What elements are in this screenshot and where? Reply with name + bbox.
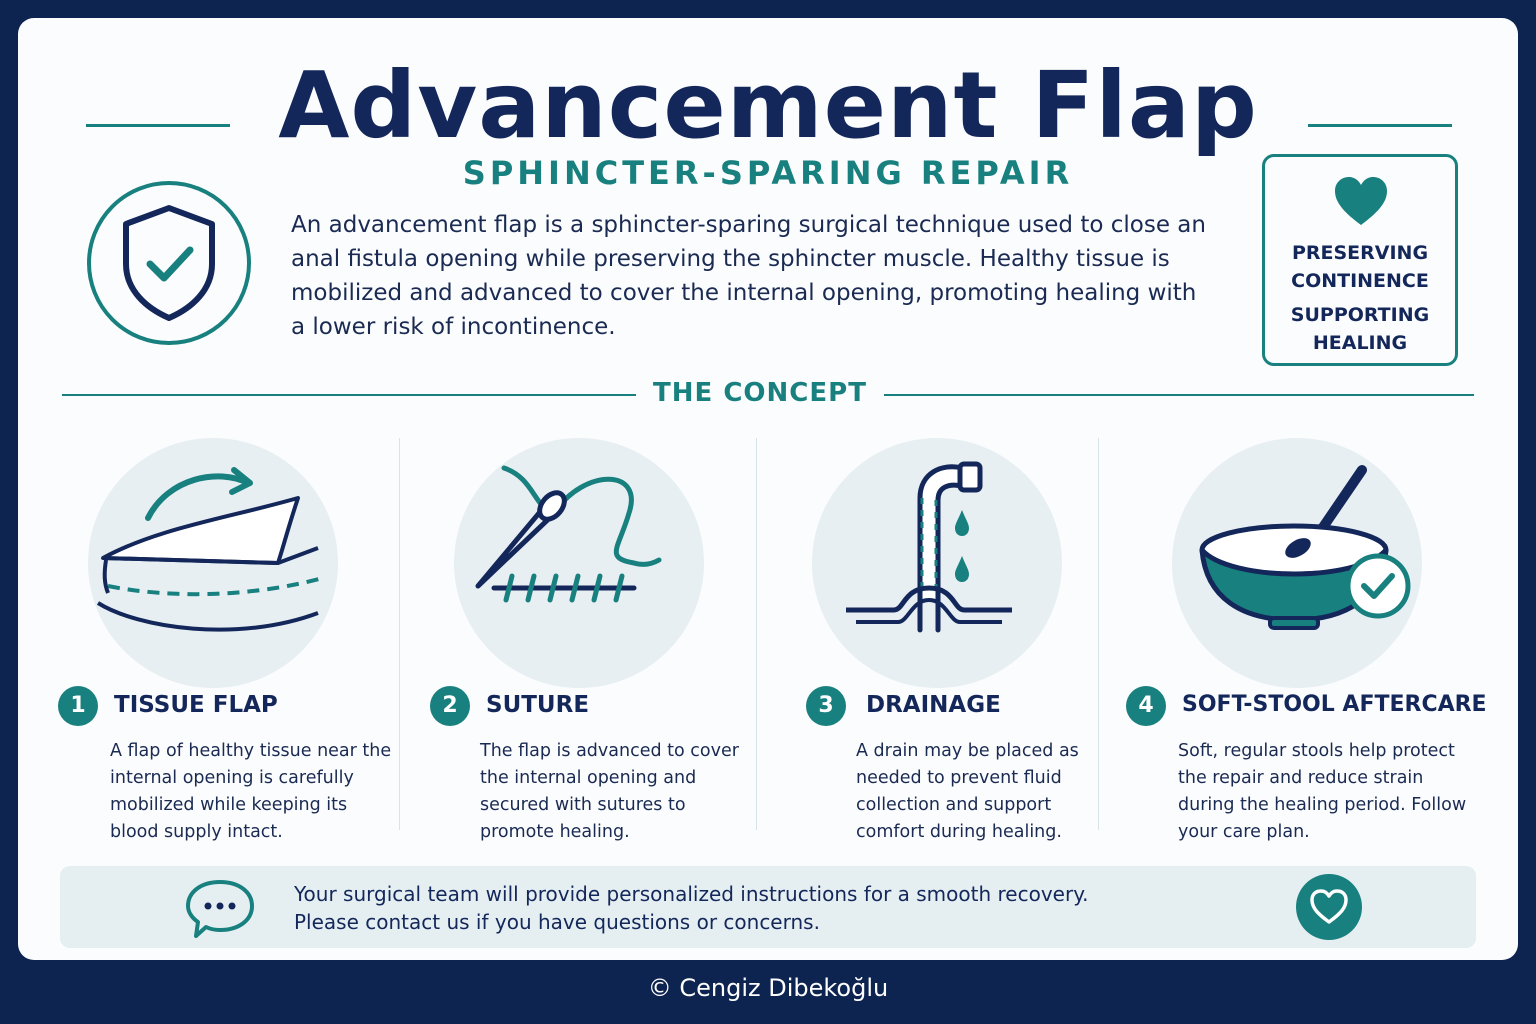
step-title: DRAINAGE xyxy=(866,692,1001,718)
concept-rule-left xyxy=(62,394,636,396)
badge-line-healing: SUPPORTING HEALING xyxy=(1290,304,1430,354)
page-subtitle: SPHINCTER-SPARING REPAIR xyxy=(462,154,1074,192)
step-title: SUTURE xyxy=(486,692,590,718)
suture-illustration xyxy=(454,438,704,688)
step-number-badge: 3 xyxy=(806,686,846,726)
heart-circle-icon xyxy=(1296,874,1362,944)
drainage-illustration xyxy=(812,438,1062,688)
title-row: Advancement Flap xyxy=(18,46,1518,166)
tissue-flap-illustration xyxy=(88,438,338,688)
copyright-notice: © Cengiz Dibekoğlu xyxy=(647,974,889,1002)
page-title: Advancement Flap xyxy=(278,52,1258,159)
title-rule-left xyxy=(86,124,230,127)
step-description: A drain may be placed as needed to preve… xyxy=(856,741,1079,842)
step-drainage: 3 DRAINAGE A drain may be placed as need… xyxy=(786,438,1146,858)
step-tissue-flap: 1 TISSUE FLAP A flap of healthy tissue n… xyxy=(58,438,418,858)
infographic-card: Advancement Flap SPHINCTER-SPARING REPAI… xyxy=(18,18,1518,960)
step-title: SOFT-STOOL AFTERCARE xyxy=(1182,692,1487,717)
badge-line-continence: PRESERVING CONTINENCE xyxy=(1291,242,1429,292)
bowl-spoon-icon xyxy=(1199,465,1411,630)
step-description: A flap of healthy tissue near the intern… xyxy=(110,741,392,842)
drain-tube-icon xyxy=(846,461,1012,633)
concept-rule-right xyxy=(884,394,1474,396)
heart-icon xyxy=(1333,175,1389,231)
footer-line: Your surgical team will provide personal… xyxy=(294,882,1089,906)
column-divider xyxy=(1098,438,1099,830)
step-number-badge: 1 xyxy=(58,686,98,726)
step-description: The flap is advanced to cover the intern… xyxy=(480,741,739,842)
column-divider xyxy=(756,438,757,830)
title-rule-right xyxy=(1308,124,1452,127)
intro-paragraph: An advancement flap is a sphincter-spari… xyxy=(291,212,1206,340)
step-soft-stool-aftercare: 4 SOFT-STOOL AFTERCARE Soft, regular sto… xyxy=(1126,438,1487,858)
needle-suture-icon xyxy=(475,465,662,603)
footer-message: Your surgical team will provide personal… xyxy=(294,880,1089,936)
step-suture: 2 SUTURE The flap is advanced to cover t… xyxy=(430,438,790,858)
contact-banner: Your surgical team will provide personal… xyxy=(60,866,1476,948)
step-title: TISSUE FLAP xyxy=(114,692,278,718)
step-description: Soft, regular stools help protect the re… xyxy=(1178,741,1467,842)
chat-bubble-icon xyxy=(184,878,256,944)
concept-heading: THE CONCEPT xyxy=(653,378,867,408)
aftercare-illustration xyxy=(1172,438,1422,688)
tissue-flap-icon xyxy=(96,467,324,632)
footer-line: Please contact us if you have questions … xyxy=(294,910,820,934)
shield-check-icon xyxy=(84,178,254,348)
step-number-badge: 2 xyxy=(430,686,470,726)
continence-badge: PRESERVING CONTINENCE SUPPORTING HEALING xyxy=(1262,154,1458,366)
column-divider xyxy=(399,438,400,830)
step-number-badge: 4 xyxy=(1126,686,1166,726)
